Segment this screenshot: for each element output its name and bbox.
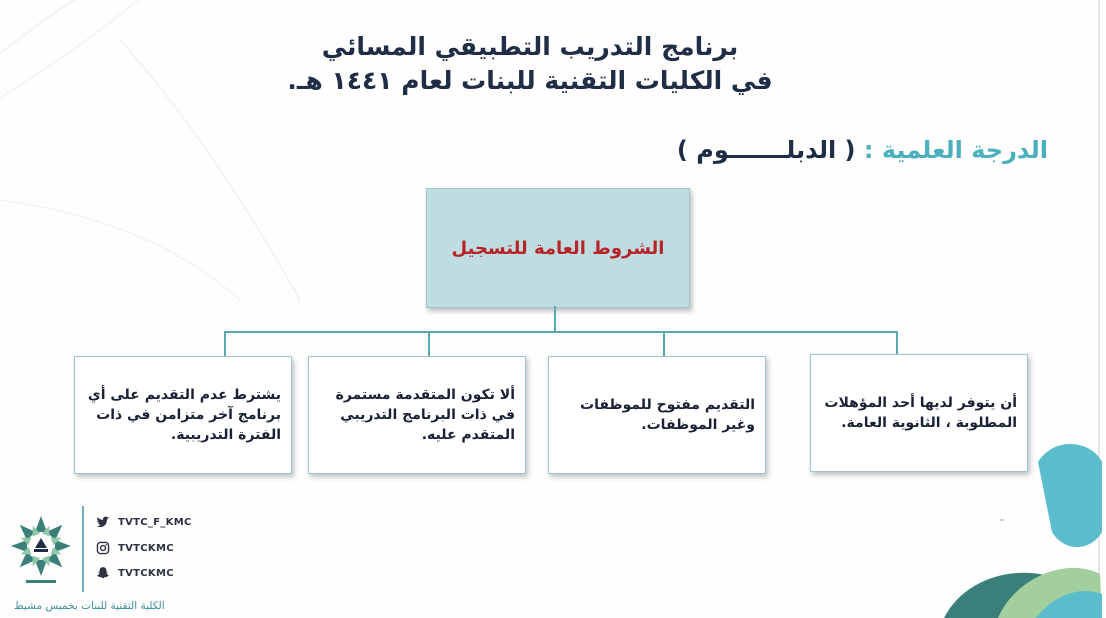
college-name: الكلية التقنية للبنات بخميس مشيط — [14, 600, 165, 612]
root-node-box: الشروط العامة للتسجيل — [426, 188, 690, 308]
condition-text: ألا تكون المتقدمة مستمرة في ذات البرنامج… — [335, 387, 515, 443]
degree-value: ( الدبلـــــــوم ) — [676, 136, 856, 164]
twitter-icon — [96, 516, 110, 528]
condition-box-qualification: أن يتوفر لديها أحد المؤهلات المطلوبة ، ا… — [810, 354, 1028, 472]
slide-title: برنامج التدريب التطبيقي المسائي في الكلي… — [240, 30, 820, 98]
instagram-icon — [96, 541, 110, 555]
instagram-handle: TVTCKMC — [118, 542, 174, 554]
condition-text: يشترط عدم التقديم على أي برنامج آخر متزا… — [87, 387, 281, 443]
degree-label: الدرجة العلمية : — [855, 136, 1048, 164]
connector-vertical-root — [554, 306, 556, 332]
slide-edge-line — [1098, 0, 1100, 618]
social-instagram[interactable]: TVTCKMC — [96, 541, 174, 555]
snapchat-icon — [97, 567, 109, 579]
condition-box-no-concurrent: يشترط عدم التقديم على أي برنامج آخر متزا… — [74, 356, 292, 474]
connector-drop-1 — [224, 331, 226, 356]
connector-horizontal — [224, 331, 898, 333]
footer-divider — [82, 506, 84, 592]
connector-drop-3 — [663, 331, 665, 356]
condition-box-employment: التقديم مفتوح للموظفات وغير الموظفات. — [548, 356, 766, 474]
condition-box-same-program: ألا تكون المتقدمة مستمرة في ذات البرنامج… — [308, 356, 526, 474]
condition-text: أن يتوفر لديها أحد المؤهلات المطلوبة ، ا… — [824, 395, 1017, 431]
social-twitter[interactable]: TVTC_F_KMC — [96, 515, 192, 529]
title-line-2: في الكليات التقنية للبنات لعام ١٤٤١ هـ. — [287, 66, 773, 95]
college-logo — [11, 516, 71, 583]
root-node-label: الشروط العامة للتسجيل — [451, 237, 665, 259]
corner-decoration — [944, 443, 1102, 618]
degree-heading: الدرجة العلمية : ( الدبلـــــــوم ) — [677, 132, 1048, 168]
connector-drop-2 — [428, 331, 430, 356]
condition-text: التقديم مفتوح للموظفات وغير الموظفات. — [580, 397, 755, 433]
connector-drop-4 — [896, 331, 898, 356]
snapchat-handle: TVTCKMC — [118, 567, 174, 579]
twitter-handle: TVTC_F_KMC — [118, 516, 192, 528]
social-snapchat[interactable]: TVTCKMC — [96, 566, 174, 580]
title-line-1: برنامج التدريب التطبيقي المسائي — [321, 32, 739, 61]
